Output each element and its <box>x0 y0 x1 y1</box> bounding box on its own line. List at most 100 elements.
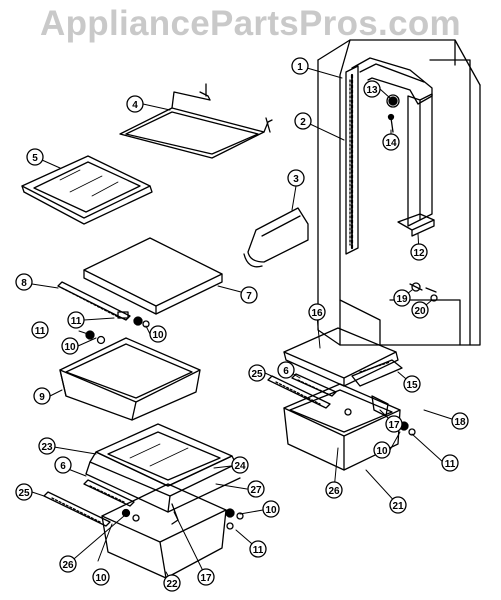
callout-label: 2 <box>300 117 306 128</box>
watermark: AppliancePartsPros.com <box>40 4 461 43</box>
fastener-13 <box>386 94 400 108</box>
callout-10-c: 10 <box>373 441 391 459</box>
callout-label: 9 <box>39 392 45 403</box>
bracket-12 <box>397 213 435 237</box>
callout-label: 3 <box>293 174 299 185</box>
callout-25-left: 25 <box>15 483 33 501</box>
callout-label: 18 <box>454 417 466 428</box>
callout-24: 24 <box>231 456 249 474</box>
callout-label: 10 <box>95 573 107 584</box>
callout-label: 22 <box>166 579 178 590</box>
callout-label: 6 <box>60 461 66 472</box>
callout-label: 21 <box>392 501 404 512</box>
callout-label: 20 <box>414 306 426 317</box>
callout-label: 23 <box>41 442 53 453</box>
callout-label: 14 <box>385 138 397 149</box>
callout-label: 13 <box>366 85 378 96</box>
callout-10-e: 10 <box>92 568 110 586</box>
callout-label: 11 <box>253 545 264 556</box>
callout-label: 11 <box>71 316 82 327</box>
callout-label: 7 <box>246 291 252 302</box>
callout-label: 26 <box>328 486 340 497</box>
callout-8: 8 <box>15 273 33 291</box>
part-20 <box>425 287 438 302</box>
callout-label: 10 <box>152 330 164 341</box>
callout-15: 15 <box>403 375 421 393</box>
glass-shelf-5 <box>21 155 153 225</box>
callout-label: 24 <box>234 461 246 472</box>
callout-1: 1 <box>291 57 309 75</box>
callout-11-a: 11 <box>67 311 85 329</box>
callout-16: 16 <box>308 303 326 321</box>
callout-10-a: 10 <box>149 325 167 343</box>
callout-25-right: 25 <box>248 364 266 382</box>
chute-3 <box>243 207 309 268</box>
callout-label: 10 <box>265 505 277 516</box>
callout-label: 6 <box>283 366 289 377</box>
callout-label: 4 <box>132 100 138 111</box>
callout-9: 9 <box>33 387 51 405</box>
callout-26-right: 26 <box>325 481 343 499</box>
callout-13: 13 <box>363 80 381 98</box>
callout-label: 11 <box>35 326 46 337</box>
crisper-cover-7 <box>83 237 223 315</box>
glass-cover-23 <box>95 423 233 487</box>
callout-label: 12 <box>413 248 425 259</box>
part-19 <box>409 282 423 292</box>
callout-14: 14 <box>382 133 400 151</box>
callout-label: 1 <box>297 62 303 73</box>
callout-22: 22 <box>163 574 181 592</box>
callout-11-b: 11 <box>31 321 49 339</box>
callout-26-left: 26 <box>59 555 77 573</box>
callout-11-d: 11 <box>249 540 267 558</box>
shelf-frame-4 <box>119 83 273 159</box>
slide-6-lower <box>83 479 135 507</box>
callout-label: 15 <box>406 380 418 391</box>
callout-label: 16 <box>311 308 323 319</box>
callout-20: 20 <box>411 301 429 319</box>
callout-23: 23 <box>38 437 56 455</box>
vertical-rail <box>345 65 359 255</box>
callout-label: 25 <box>18 488 30 499</box>
callout-label: 10 <box>64 342 76 353</box>
callout-2: 2 <box>294 112 312 130</box>
crisper-drawer-9 <box>59 337 201 421</box>
screw-14 <box>387 113 395 133</box>
callout-19: 19 <box>393 289 411 307</box>
slide-25-lower <box>43 491 111 527</box>
rail-8 <box>57 281 131 321</box>
control-15 <box>351 359 403 387</box>
callout-11-c: 11 <box>441 454 459 472</box>
callout-label: 19 <box>396 294 408 305</box>
callout-label: 11 <box>445 459 456 470</box>
callout-18: 18 <box>451 412 469 430</box>
callout-4: 4 <box>126 95 144 113</box>
leader-lines <box>31 67 459 584</box>
callout-6-left: 6 <box>54 456 72 474</box>
callout-27: 27 <box>247 480 265 498</box>
callout-label: 25 <box>251 369 263 380</box>
callout-label: 10 <box>376 446 388 457</box>
callout-label: 8 <box>21 278 27 289</box>
callout-label: 26 <box>62 560 74 571</box>
callout-10-d: 10 <box>262 500 280 518</box>
frame-27 <box>85 461 241 513</box>
callout-label: 17 <box>388 420 400 431</box>
callout-12: 12 <box>410 243 428 261</box>
callout-7: 7 <box>240 286 258 304</box>
callout-5: 5 <box>26 148 44 166</box>
callout-label: 5 <box>32 153 38 164</box>
callout-6-right: 6 <box>277 361 295 379</box>
crisper-drawer-22 <box>101 483 244 579</box>
callout-17-b: 17 <box>197 568 215 586</box>
frame-24 <box>89 451 237 497</box>
callout-21: 21 <box>389 496 407 514</box>
cabinet-outline <box>317 39 481 346</box>
callout-label: 17 <box>200 573 212 584</box>
callout-3: 3 <box>287 169 305 187</box>
callout-label: 27 <box>250 485 262 496</box>
callout-10-b: 10 <box>61 337 79 355</box>
callouts: 1 2 3 4 5 6 6 7 8 9 10 10 10 10 10 10 11… <box>15 57 469 592</box>
